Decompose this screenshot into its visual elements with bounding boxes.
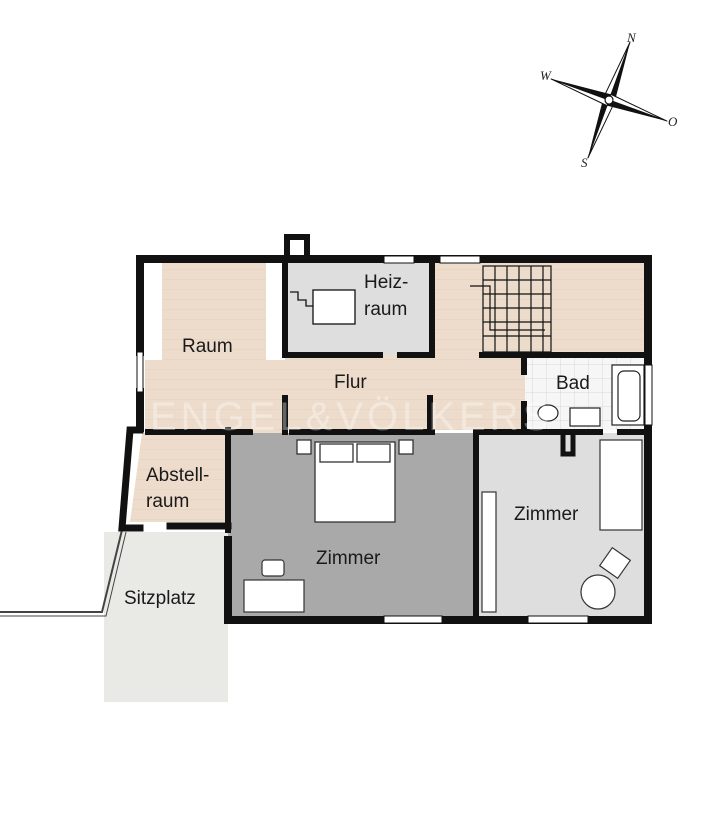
room-label-zimmer-right: Zimmer <box>514 504 579 525</box>
staircase <box>470 265 552 353</box>
watermark: ENGEL&VÖLKERS <box>150 395 553 439</box>
compass-west: W <box>540 68 552 83</box>
compass-north: N <box>626 30 637 45</box>
room-label-heizraum-2: raum <box>364 299 407 320</box>
raum-floor-recess <box>145 263 162 360</box>
heating-unit <box>290 289 356 325</box>
room-label-flur: Flur <box>334 372 367 393</box>
garden-boundary-line-inner <box>0 531 127 617</box>
room-label-abstellraum-2: raum <box>146 491 189 512</box>
bath-fixtures <box>537 364 645 427</box>
compass-east: O <box>668 114 678 129</box>
compass-rose-icon <box>550 41 668 159</box>
compass-south: S <box>581 155 588 170</box>
double-bed <box>296 439 414 523</box>
abstellraum-floor <box>130 433 228 522</box>
desk <box>243 559 305 613</box>
staircase-floor <box>430 263 644 355</box>
room-label-bad: Bad <box>556 373 590 394</box>
raum-floor <box>145 263 285 433</box>
room-label-zimmer-left: Zimmer <box>316 548 381 569</box>
room-label-sitzplatz: Sitzplatz <box>124 588 196 609</box>
room-label-heizraum-1: Heiz- <box>364 272 408 293</box>
flur-floor <box>285 355 525 430</box>
heizraum-floor <box>285 263 430 355</box>
raum-floor-right-recess <box>266 263 285 360</box>
room-label-raum: Raum <box>182 336 233 357</box>
garden-boundary-line <box>0 529 123 613</box>
windows <box>136 255 653 624</box>
room-label-abstellraum-1: Abstell- <box>146 465 209 486</box>
walls <box>118 234 652 624</box>
sitzplatz-terrace <box>104 532 228 702</box>
right-room-furniture <box>481 439 643 613</box>
